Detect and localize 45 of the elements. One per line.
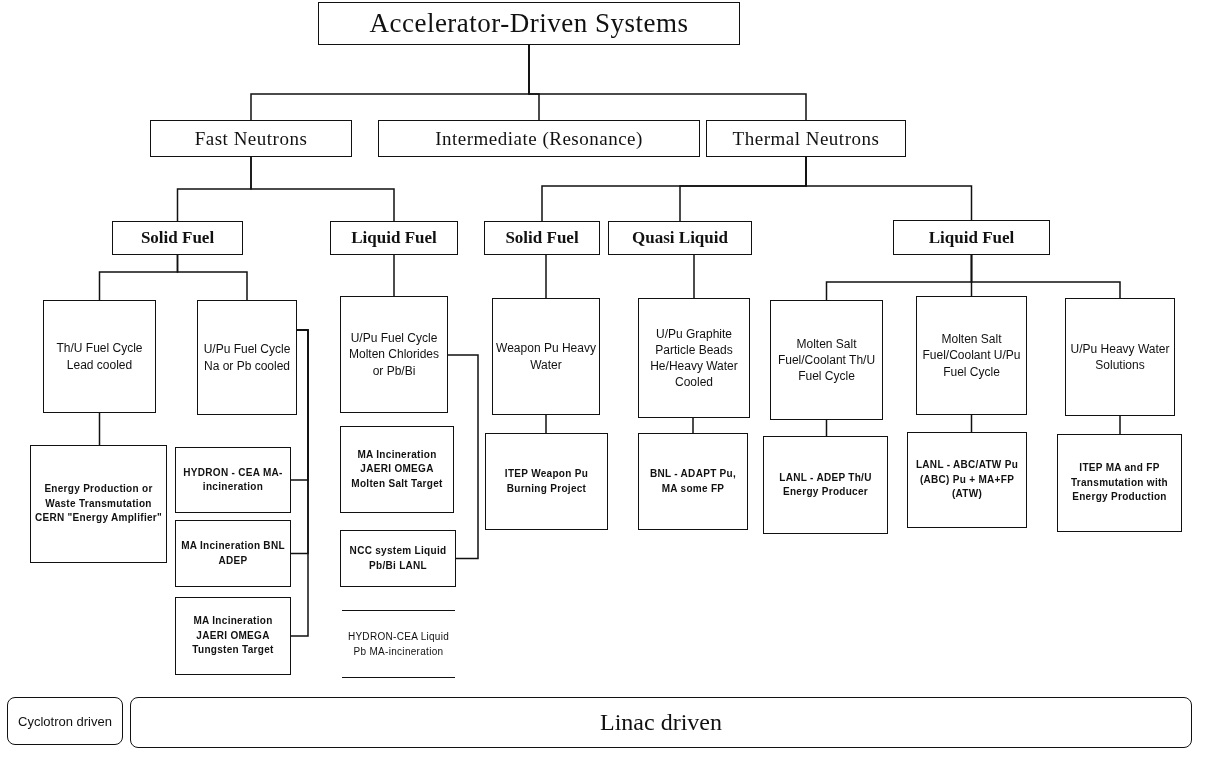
connector-line xyxy=(250,156,395,222)
connector-line xyxy=(693,254,695,299)
node-box: BNL - ADAPT Pu, MA some FP xyxy=(638,433,748,530)
node-box: U/Pu Heavy Water Solutions xyxy=(1065,298,1175,416)
node-box: U/Pu Fuel Cycle Molten Chlorides or Pb/Bi xyxy=(340,296,448,413)
node-box: Thermal Neutrons xyxy=(706,120,906,157)
node-box: HYDRON-CEA Liquid Pb MA-incineration xyxy=(342,610,455,678)
node-box: NCC system Liquid Pb/Bi LANL xyxy=(340,530,456,587)
node-box: Fast Neutrons xyxy=(150,120,352,157)
connector-line xyxy=(528,44,807,121)
connector-line xyxy=(393,254,395,297)
node-box: Energy Production or Waste Transmutation CERN "Energy Amplifier" xyxy=(30,445,167,563)
node-box: Solid Fuel xyxy=(112,221,243,255)
node-box: MA Incineration JAERI OMEGA Tungsten Target xyxy=(175,597,291,675)
connector-line xyxy=(98,412,101,446)
connector-line xyxy=(447,354,479,560)
node-box: Cyclotron driven xyxy=(7,697,123,745)
node-box: Liquid Fuel xyxy=(893,220,1050,255)
connector-line xyxy=(176,254,248,301)
node-box: U/Pu Fuel Cycle Na or Pb cooled xyxy=(197,300,297,415)
connector-line xyxy=(692,417,694,434)
node-box: LANL - ADEP Th/U Energy Producer xyxy=(763,436,888,534)
node-box: LANL - ABC/ATW Pu (ABC) Pu + MA+FP (ATW) xyxy=(907,432,1027,528)
node-box: MA Incineration BNL ADEP xyxy=(175,520,291,587)
node-box: Intermediate (Resonance) xyxy=(378,120,700,157)
node-box: Molten Salt Fuel/Coolant U/Pu Fuel Cycle xyxy=(916,296,1027,415)
connector-line xyxy=(545,414,547,434)
node-box: Quasi Liquid xyxy=(608,221,752,255)
node-box: Molten Salt Fuel/Coolant Th/U Fuel Cycle xyxy=(770,300,883,420)
node-box: Linac driven xyxy=(130,697,1192,748)
node-box: U/Pu Graphite Particle Beads He/Heavy Water Cooled xyxy=(638,298,750,418)
node-box: Th/U Fuel Cycle Lead cooled xyxy=(43,300,156,413)
node-box: MA Incineration JAERI OMEGA Molten Salt Target xyxy=(340,426,454,513)
node-box: Liquid Fuel xyxy=(330,221,458,255)
node-box: Weapon Pu Heavy Water xyxy=(492,298,600,415)
node-box: ITEP MA and FP Transmutation with Energy Production xyxy=(1057,434,1182,532)
node-box: HYDRON - CEA MA-incineration xyxy=(175,447,291,513)
connector-line xyxy=(805,156,973,221)
connector-line xyxy=(970,254,1121,299)
connector-line xyxy=(545,254,547,299)
node-box: Solid Fuel xyxy=(484,221,600,255)
connector-line xyxy=(1119,415,1121,435)
node-box: ITEP Weapon Pu Burning Project xyxy=(485,433,608,530)
connector-line xyxy=(290,329,309,637)
node-box: Accelerator-Driven Systems xyxy=(318,2,740,45)
